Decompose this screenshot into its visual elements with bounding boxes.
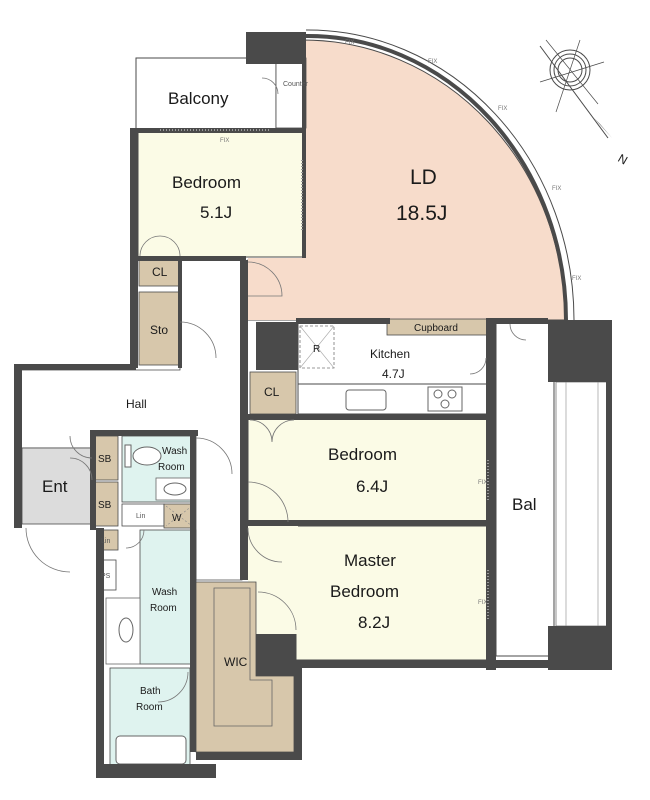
basin-2-icon (118, 617, 134, 643)
sink-icon (345, 389, 387, 411)
ps-label: PS (101, 573, 111, 580)
cl-2-label: CL (264, 385, 280, 399)
sb-2-label: SB (98, 500, 112, 511)
bal-rail (555, 381, 609, 627)
wash-room-2-label-1: Wash (152, 587, 177, 598)
fix-label: FIX (345, 40, 354, 46)
cl-2-area (249, 371, 297, 415)
counter-label: Counter (283, 81, 309, 88)
w-label: W (172, 513, 182, 524)
fix-label: FIX (572, 276, 581, 282)
wash-room-1-label-1: Wash (162, 446, 187, 457)
ld-arc-line (305, 29, 575, 321)
burner-icon (447, 389, 457, 399)
fix-label: FIX (478, 600, 487, 606)
bedroom-1-area (137, 131, 304, 258)
kitchen-label: Kitchen (370, 347, 410, 361)
wash-room-2-area (139, 529, 197, 665)
balcony-top-area (135, 57, 277, 131)
wash-room-2-label-2: Room (150, 603, 177, 614)
cupboard-label: Cupboard (414, 323, 458, 334)
doors (25, 77, 527, 703)
ld-size: 18.5J (396, 202, 447, 225)
wash-room-1-label-2: Room (158, 462, 185, 473)
sto-label: Sto (150, 323, 168, 337)
lin-1-label: Lin (136, 513, 145, 520)
wic-label: WIC (224, 655, 248, 669)
bath-room-label-1: Bath (140, 686, 161, 697)
burner-icon (440, 399, 450, 409)
bedroom-1-label: Bedroom (172, 173, 241, 192)
bath-room-label-2: Room (136, 702, 163, 713)
entrance-label: Ent (42, 477, 68, 496)
master-bedroom-label-2: Bedroom (330, 582, 399, 601)
ld-arc-wall (305, 33, 568, 321)
lin-2-label: Lin (101, 538, 110, 545)
window-marks (160, 129, 489, 620)
bedroom-2-size: 6.4J (356, 477, 388, 496)
master-bedroom-label-1: Master (344, 551, 396, 570)
fix-label: FIX (478, 480, 487, 486)
burner-icon (433, 389, 443, 399)
master-bedroom-size: 8.2J (358, 613, 390, 632)
sto-area (138, 291, 180, 366)
toilet-tank-icon (124, 444, 132, 468)
fix-label: FIX (428, 59, 437, 65)
bedroom-2-area (247, 417, 489, 523)
bedroom-2-label: Bedroom (328, 445, 397, 464)
basin-icon (163, 482, 187, 496)
bal-area (495, 321, 555, 657)
cl-1-label: CL (152, 265, 168, 279)
ld-corridor (248, 258, 305, 320)
wic-inner (213, 587, 273, 727)
hall-label: Hall (126, 397, 147, 411)
sb-1-label: SB (98, 454, 112, 465)
bathtub-icon (115, 735, 187, 765)
ld-label: LD (410, 166, 437, 189)
toilet-icon (132, 446, 162, 466)
fix-label: FIX (552, 186, 561, 192)
counter-area (275, 57, 307, 129)
walls (14, 32, 612, 778)
fix-label: FIX (498, 106, 507, 112)
compass-icon (539, 39, 612, 139)
balcony-top-label: Balcony (168, 89, 229, 108)
fridge-mark (299, 325, 335, 369)
bedroom-1-size: 5.1J (200, 203, 232, 222)
w-mark (165, 505, 193, 527)
compass-north-label: N (616, 151, 631, 167)
kitchen-size: 4.7J (382, 367, 405, 381)
refrigerator-label: R (313, 344, 320, 355)
bal-label: Bal (512, 495, 537, 514)
fix-label: FIX (220, 138, 229, 144)
